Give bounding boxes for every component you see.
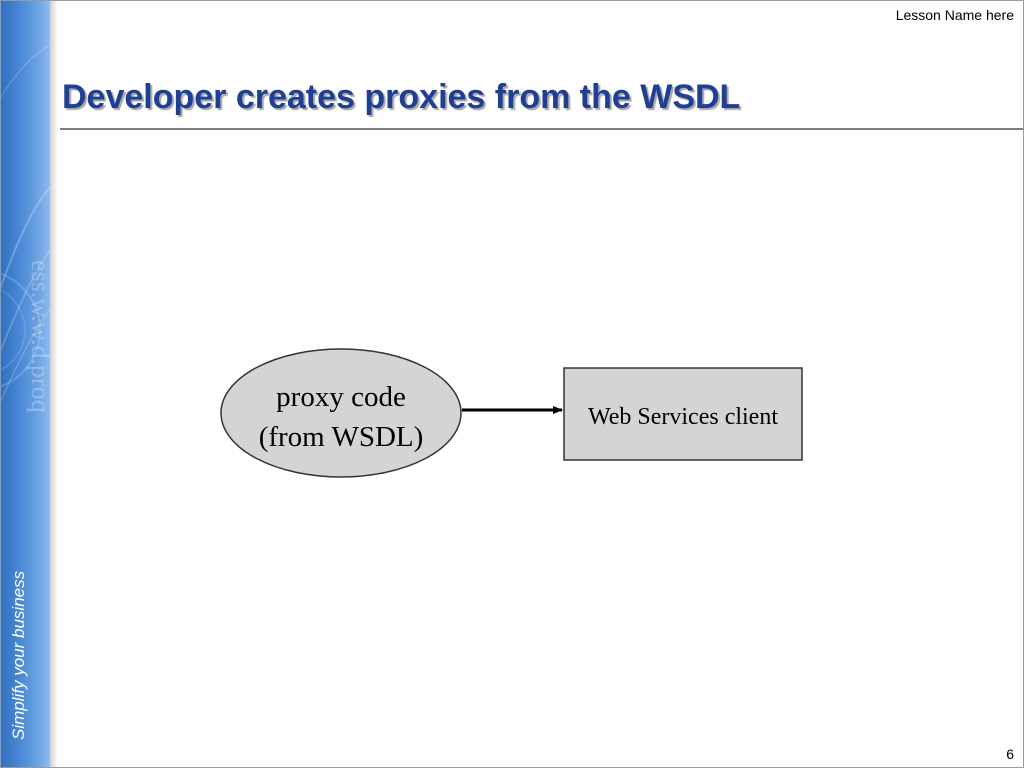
title-divider: [60, 128, 1024, 130]
side-band-shadow: [50, 0, 58, 768]
svg-text:ess.w.w.d.proq: ess.w.w.d.proq: [26, 260, 50, 413]
web-services-client-node: Web Services client: [563, 367, 803, 461]
proxy-code-label-line1: proxy code: [276, 381, 406, 413]
web-services-client-label: Web Services client: [588, 404, 778, 430]
lesson-name-label: Lesson Name here: [895, 7, 1014, 23]
page-number: 6: [1006, 746, 1014, 762]
slide-title: Developer creates proxies from the WSDL: [62, 78, 741, 116]
web-services-client-box: [563, 367, 803, 461]
swirl-watermark-icon: ess.w.w.d.proq: [0, 44, 50, 413]
proxy-code-node: proxy code (from WSDL): [220, 348, 462, 478]
proxy-code-label-line2: (from WSDL): [259, 421, 424, 453]
side-band: ess.w.w.d.proq Simplify your business: [0, 0, 50, 768]
proxy-code-ellipse: [220, 348, 462, 478]
